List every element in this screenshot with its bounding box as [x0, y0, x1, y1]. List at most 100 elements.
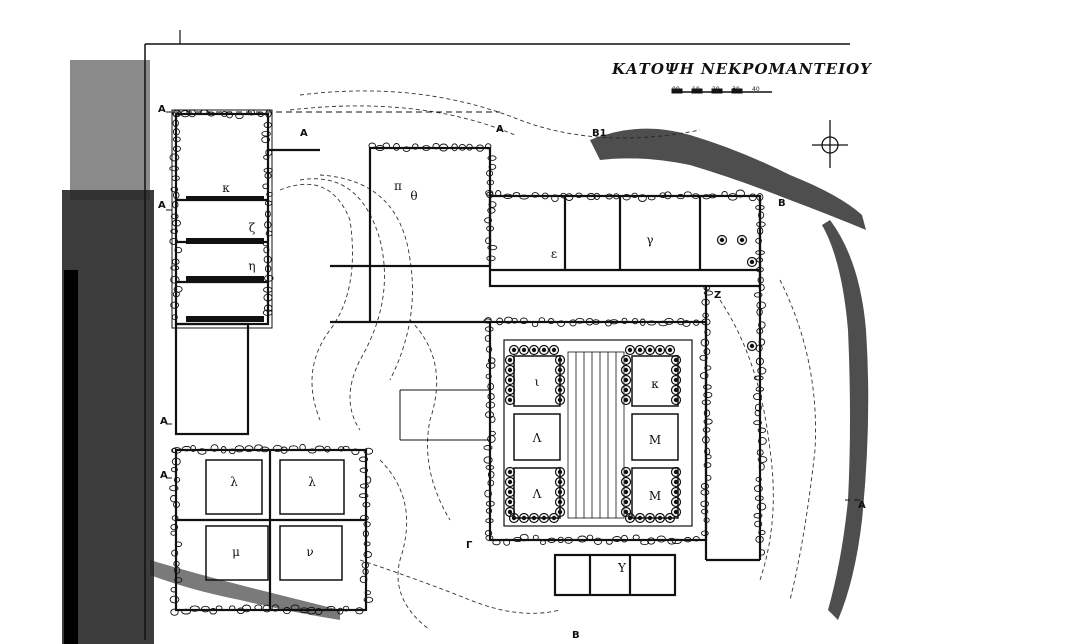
rubble-stone [355, 607, 364, 615]
rubble-stone [758, 321, 766, 329]
rubble-stone [362, 530, 369, 538]
rubble-stone [609, 319, 619, 325]
rubble-stone [676, 194, 685, 200]
rubble-stone [485, 345, 493, 353]
rubble-stone [172, 219, 181, 227]
rubble-stone [364, 590, 371, 596]
rubble-stone [577, 535, 587, 543]
rubble-stone [264, 265, 272, 273]
rubble-stone [170, 524, 179, 531]
rubble-stone [702, 427, 711, 433]
rubble-stone [757, 276, 764, 284]
rubble-stone [621, 317, 628, 325]
pithos-jar [670, 466, 682, 478]
pithos-jar [508, 344, 520, 356]
rubble-stone [271, 604, 280, 612]
rubble-stone [703, 517, 710, 523]
rubble-stone [189, 605, 200, 612]
rubble-stone [264, 274, 274, 282]
rubble-stone [703, 348, 711, 356]
rubble-stone [756, 221, 766, 228]
rubble-stones [169, 109, 768, 616]
rubble-stone [701, 399, 711, 406]
rubble-stone [496, 317, 504, 326]
rubble-stone [489, 415, 496, 423]
room-label: λ [308, 475, 316, 489]
rubble-stone [753, 292, 763, 298]
pithoi-jars [504, 234, 758, 524]
rubble-stone [753, 375, 764, 381]
section-marker: A [160, 470, 168, 481]
room-label: ζ [248, 221, 256, 235]
rubble-stone [485, 189, 494, 196]
rubble-stone [485, 464, 495, 471]
rubble-stone [756, 301, 767, 309]
rubble-stone [170, 275, 180, 284]
pithos-jar [620, 394, 632, 406]
rubble-stone [593, 537, 603, 545]
scale-tick-3: 30 [732, 86, 740, 93]
rubble-stone [170, 608, 179, 616]
rubble-stone [703, 290, 714, 296]
rubble-stone [262, 183, 270, 190]
rubble-stone [485, 518, 494, 524]
rubble-stone [503, 193, 513, 199]
pithos-jar [746, 340, 758, 352]
rubble-stone [351, 448, 360, 456]
rubble-stone [495, 190, 502, 198]
pithos-jar [504, 374, 516, 386]
rubble-stone [704, 365, 712, 371]
rubble-stone [756, 227, 764, 235]
rubble-stone [487, 382, 495, 391]
rubble-stone [503, 538, 511, 546]
rubble-stone [486, 225, 495, 232]
rubble-stone [485, 508, 493, 514]
rubble-stone [557, 536, 564, 544]
room-label: Λ [532, 431, 542, 445]
rubble-stone [565, 193, 574, 201]
scale-tick-1: 10 [692, 86, 700, 93]
rubble-stone [700, 500, 710, 508]
room-label: θ [410, 189, 418, 203]
rubble-stone [547, 537, 556, 543]
pithos-jar [620, 374, 632, 386]
rubble-stone [262, 241, 270, 247]
rubble-stone [703, 391, 713, 398]
room-label: Υ [618, 561, 626, 575]
rubble-stone [656, 535, 666, 543]
pithos-jar [504, 384, 516, 396]
rubble-stone [359, 575, 368, 584]
rubble-stone [513, 536, 523, 543]
rubble-stone [169, 595, 180, 604]
rubble-stone [605, 193, 613, 200]
room-label: Μ [648, 489, 662, 503]
pithos-jar [504, 486, 516, 498]
rubble-stone [485, 373, 492, 380]
rubble-stone [171, 175, 180, 182]
rubble-stone [263, 121, 272, 129]
rubble-stone [640, 539, 650, 546]
rubble-stone [705, 454, 712, 460]
rubble-stone [363, 521, 371, 528]
rubble-stone [703, 418, 713, 425]
section-marker: A [300, 128, 308, 139]
rubble-stone [263, 255, 272, 264]
rubble-stone [363, 447, 374, 455]
rubble-stone [262, 309, 273, 316]
rubble-stone [758, 338, 766, 346]
rubble-stone [174, 566, 181, 575]
pithos-jar [504, 354, 516, 366]
rubble-stone [363, 596, 374, 603]
rubble-stone [210, 444, 219, 452]
rubble-stone [412, 143, 419, 150]
rubble-stone [197, 448, 207, 455]
rubble-stone [658, 320, 669, 327]
rubble-stone [632, 317, 639, 325]
rubble-stone [487, 244, 498, 251]
rubble-stone [487, 471, 495, 479]
pithos-jar [644, 344, 656, 356]
rubble-stone [569, 319, 577, 327]
rubble-stone [172, 119, 179, 127]
rubble-stone [172, 291, 180, 298]
